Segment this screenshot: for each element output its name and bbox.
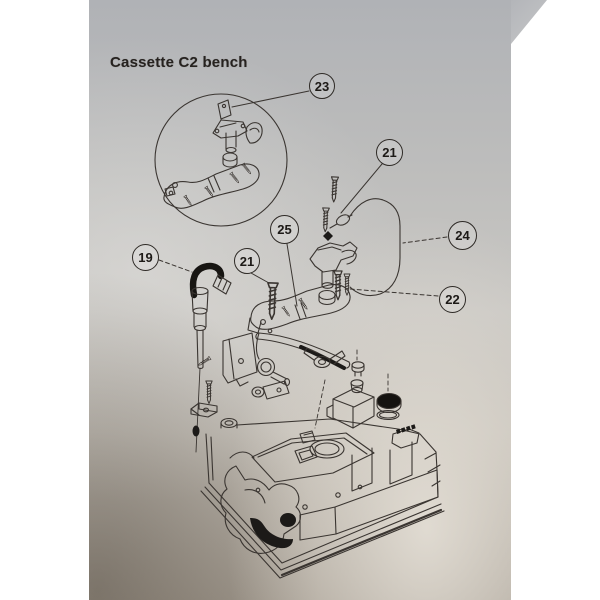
alignment-axis [195,367,201,453]
winged-bracket [303,347,346,369]
callout-25: 25 [270,215,299,244]
clamp-assembly [212,119,263,154]
sealing-cap [376,392,402,414]
callout-21-lower: 21 [234,248,260,274]
tank-box [326,388,375,429]
connector-block [391,424,420,449]
left-wall [205,433,214,484]
bracket-plate [222,332,258,387]
mounting-arm-detail [163,162,260,209]
callout-19: 19 [132,244,159,271]
alignment-dashes [314,349,389,429]
gasket-strip [255,332,351,370]
crank-arm [251,380,290,400]
callout-22: 22 [439,286,466,313]
hose-connector [212,274,232,295]
raised-platform [251,430,375,483]
top-contour [229,451,255,459]
rubber-bead [192,425,200,437]
fastener-block [190,402,218,418]
detail-grommet [222,152,238,168]
main-housing [200,417,445,579]
sensor-part [323,214,353,241]
bracket-screws [265,270,351,321]
wire-loop [349,198,401,297]
retainer-chip-part [217,99,232,120]
arrow-marker [323,231,333,241]
port-ring [220,417,238,429]
page-title: Cassette C2 bench [110,54,248,71]
mounting-bracket [247,284,351,334]
o-ring [376,409,400,421]
detail-inset-circle [154,93,288,227]
base-plate [200,482,445,579]
leader-lines [158,90,448,307]
callout-24: 24 [448,221,477,250]
top-screws [321,176,340,233]
screw-bosses [255,484,363,510]
back-edge [236,418,399,430]
callout-21-top: 21 [376,139,403,166]
callout-23: 23 [309,73,335,99]
snail-duct [220,465,302,554]
front-face [299,469,439,541]
small-plugs [350,361,365,394]
right-wall-steps [424,452,441,487]
drain-hose [189,262,232,370]
valve-body [309,241,358,306]
